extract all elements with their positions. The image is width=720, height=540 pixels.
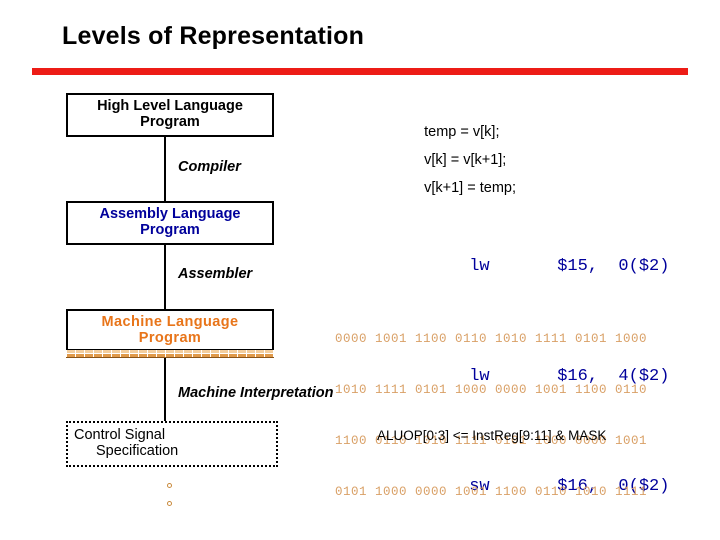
- brick-pattern-icon: [66, 349, 274, 358]
- stage-label-line1: High Level Language: [97, 98, 243, 114]
- stage-label-line1: Control Signal: [74, 427, 166, 443]
- code-line: temp = v[k];: [424, 124, 500, 140]
- stage-box-assembly-language: Assembly Language Program: [66, 201, 274, 245]
- code-block-machine-language-binary: 0000 1001 1100 0110 1010 1111 0101 1000 …: [335, 297, 647, 535]
- assembly-mnemonic: lw: [469, 257, 490, 276]
- code-block-high-level-language: temp = v[k]; v[k] = v[k+1]; v[k+1] = tem…: [408, 90, 516, 230]
- transform-label-machine-interpretation: Machine Interpretation: [178, 385, 334, 401]
- code-line: v[k+1] = temp;: [424, 180, 517, 196]
- assembly-instruction: sw $16, 0($2): [408, 454, 669, 520]
- code-line: v[k] = v[k+1];: [424, 152, 507, 168]
- assembly-mnemonic: sw: [469, 477, 490, 496]
- stage-box-control-signal-specification: Control Signal Specification: [66, 421, 278, 467]
- stage-box-machine-language: Machine Language Program: [66, 309, 274, 349]
- code-block-assembly-language: lw $15, 0($2) lw $16, 4($2) sw $16, 0($2) s…: [408, 190, 669, 540]
- assembly-instruction: lw $16, 4($2): [408, 344, 669, 410]
- code-block-control-signal: ALUOP[0:3] <= InstReg[9:11] & MASK: [377, 428, 607, 443]
- stage-label-line2: Program: [140, 222, 200, 239]
- binary-line: 1010 1111 0101 1000 0000 1001 1100 0110: [335, 383, 648, 397]
- transform-label-compiler: Compiler: [178, 159, 241, 175]
- assembly-operands: $15, 0($2): [557, 257, 670, 276]
- assembly-mnemonic: lw: [469, 367, 490, 386]
- stage-label-line2: Program: [138, 330, 202, 347]
- binary-line: 1100 0110 1010 1111 0101 1000 0000 1001: [335, 434, 648, 448]
- assembly-operands: $16, 4($2): [557, 367, 670, 386]
- stage-box-high-level-language: High Level Language Program: [66, 93, 274, 137]
- connector-line-compiler: [164, 137, 166, 201]
- ellipsis-dot-icon: [167, 501, 172, 506]
- stage-label-line1: Machine Language: [101, 314, 239, 330]
- assembly-instruction: lw $15, 0($2): [408, 234, 669, 300]
- page-title: Levels of Representation: [62, 22, 365, 50]
- stage-label-line2: Program: [140, 114, 200, 131]
- connector-line-assembler: [164, 245, 166, 309]
- stage-label-line2: Specification: [96, 443, 179, 460]
- transform-label-assembler: Assembler: [178, 266, 253, 282]
- stage-label-line1: Assembly Language: [99, 206, 241, 222]
- binary-line: 0101 1000 0000 1001 1100 0110 1010 1111: [335, 485, 648, 499]
- connector-line-machine-interpretation: [164, 358, 166, 421]
- title-underline-rule: [32, 68, 688, 75]
- binary-line: 0000 1001 1100 0110 1010 1111 0101 1000: [335, 332, 648, 346]
- assembly-operands: $16, 0($2): [557, 477, 670, 496]
- ellipsis-dot-icon: [167, 483, 172, 488]
